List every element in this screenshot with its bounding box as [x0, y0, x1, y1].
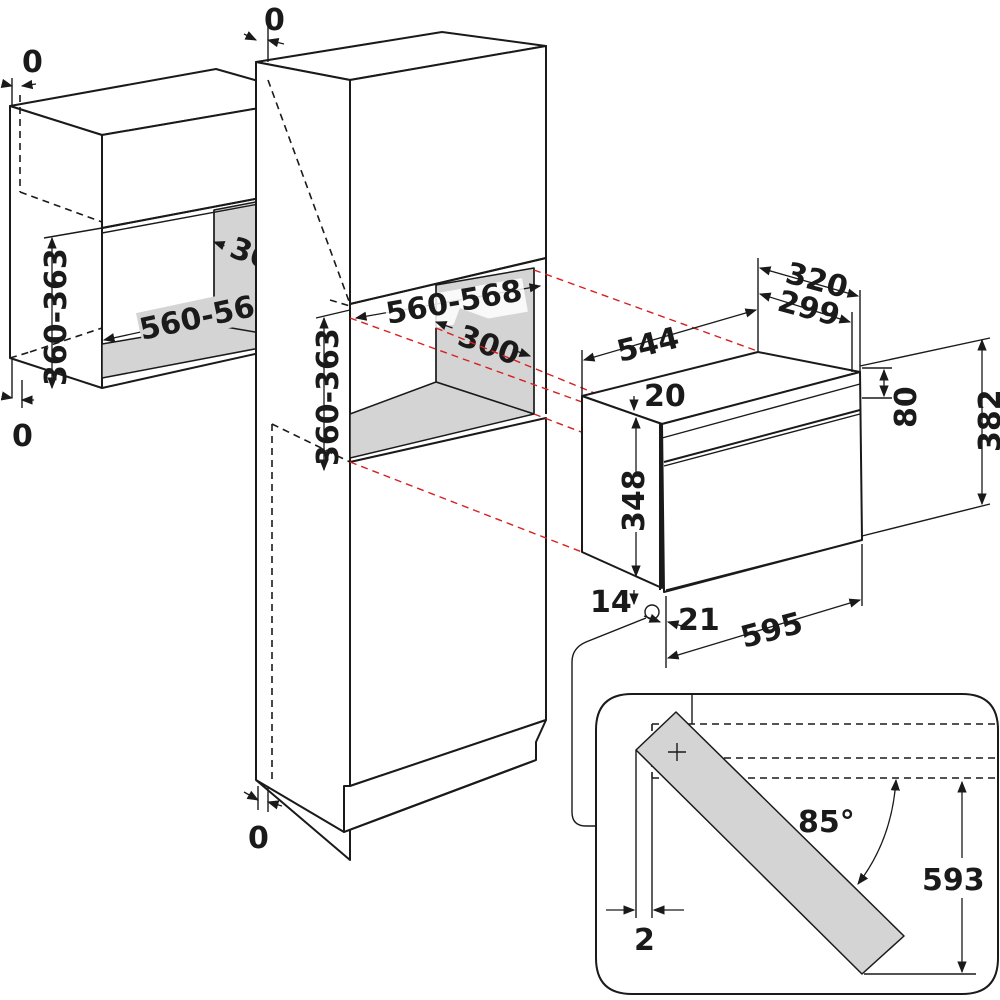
- oven-front-thickness-label: 21: [678, 603, 720, 638]
- oven-side-depth-label: 544: [613, 321, 682, 370]
- door-detail-inset: 2 85° 593: [595, 693, 999, 995]
- tall-cabinet: [255, 22, 547, 861]
- oven-bottom-offset-label: 14: [590, 585, 632, 620]
- oven-total-height-label: 382: [973, 389, 1000, 452]
- door-angle-label: 85°: [798, 805, 855, 840]
- wall-top-gap-label: 0: [22, 45, 43, 80]
- oven-panel-height-label: 80: [889, 386, 924, 428]
- oven: [581, 351, 863, 593]
- tall-bottom-gap-label: 0: [248, 821, 269, 856]
- oven-body-height-label: 348: [617, 469, 652, 532]
- tall-niche-height-label: 360-363: [311, 328, 346, 466]
- wall-bottom-gap-label: 0: [12, 419, 33, 454]
- oven-width-label: 595: [737, 606, 807, 656]
- oven-front-offset-label: 20: [644, 379, 686, 414]
- door-gap-label: 2: [634, 923, 655, 958]
- door-height-label: 593: [922, 863, 985, 898]
- tall-top-gap-label: 0: [264, 3, 285, 38]
- detail-callout-marker: [644, 604, 660, 620]
- wall-niche-height-label: 360-363: [39, 248, 74, 386]
- oven-dimensions: 320 299 544 20 80 382 348 14 21: [571, 256, 1000, 827]
